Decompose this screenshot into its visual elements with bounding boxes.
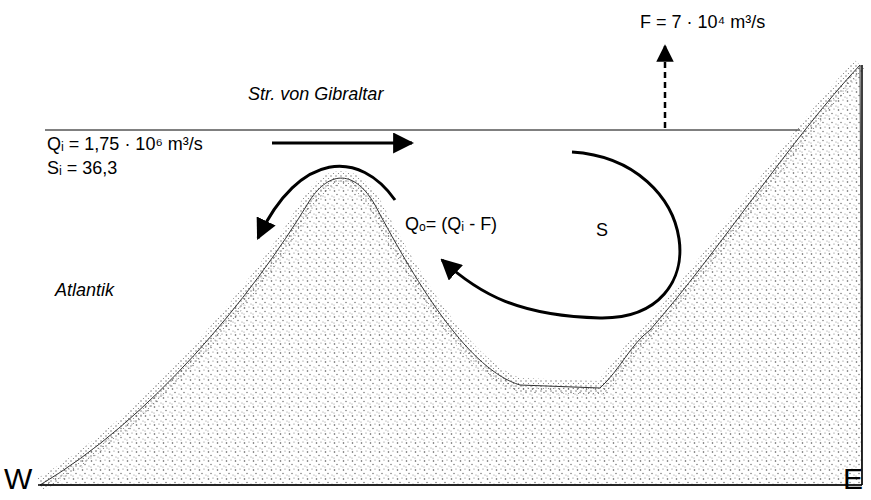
right-edge: [861, 65, 863, 485]
direction-label: W: [4, 462, 32, 497]
seabed-terrain: [40, 65, 862, 485]
flux-label: Qᵢ = 1,75 · 10⁶ m³/s: [47, 134, 203, 155]
direction-label: E: [843, 462, 863, 497]
terrain-edge-shading: [40, 65, 860, 485]
salinity-label: S: [596, 220, 608, 241]
flux-label: F = 7 · 10⁴ m³/s: [640, 12, 765, 33]
evaporation-arrow: [664, 46, 667, 128]
outflow-arrow: [258, 166, 395, 238]
baseline: [38, 484, 862, 486]
flux-label: Qₒ= (Qᵢ - F): [405, 214, 497, 235]
salinity-label: Sᵢ = 36,3: [47, 158, 117, 179]
strait-name: Str. von Gibraltar: [248, 84, 383, 105]
ocean-name: Atlantik: [55, 280, 114, 301]
circulation-arrow: [442, 152, 680, 318]
inflow-arrow: [272, 142, 412, 145]
water-surface: [45, 130, 800, 131]
